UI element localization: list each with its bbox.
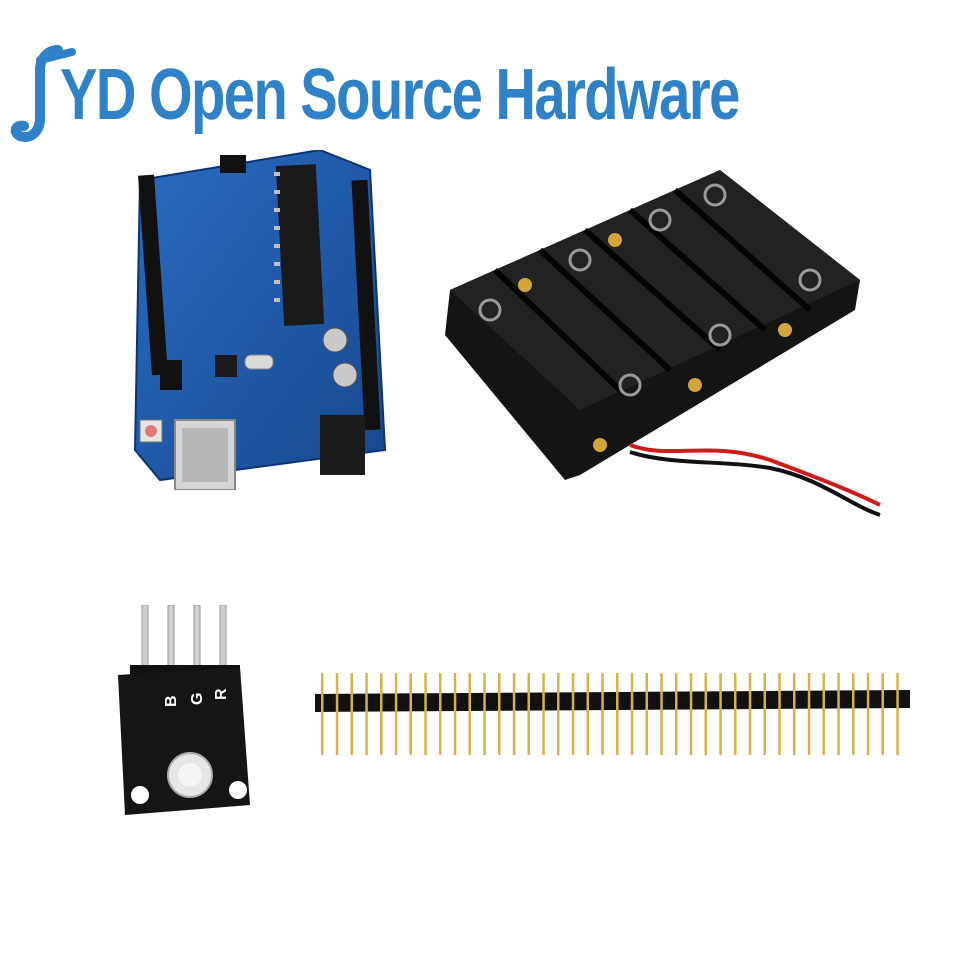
header-pin <box>468 673 471 755</box>
header-pin <box>571 673 575 755</box>
header-pin <box>409 673 412 755</box>
header-pin <box>498 673 501 755</box>
header-pin <box>704 673 707 755</box>
header-pin <box>748 673 752 755</box>
header-pin <box>763 673 766 755</box>
header-pin <box>822 673 825 755</box>
header-pin <box>689 673 693 755</box>
header-pin <box>660 673 663 755</box>
header-pin <box>512 673 516 755</box>
header-pin <box>896 673 899 755</box>
header-pin <box>719 673 722 755</box>
svg-text:G: G <box>189 693 206 705</box>
header-pin <box>734 673 737 755</box>
header-pin <box>527 673 530 755</box>
header-pin <box>439 673 442 755</box>
header-pin <box>837 673 840 755</box>
header-pin <box>852 673 855 755</box>
battery-holder <box>445 170 881 517</box>
rgb-led-module: R G B <box>118 605 250 815</box>
header-pin <box>616 673 619 755</box>
svg-text:R: R <box>213 688 230 700</box>
uno-board <box>133 150 387 490</box>
header-pin <box>542 673 545 755</box>
header-pin <box>675 673 678 755</box>
header-pin <box>380 673 383 755</box>
svg-text:B: B <box>163 695 180 707</box>
header-pin <box>601 673 604 755</box>
header-pin <box>483 673 486 755</box>
header-pin <box>807 673 811 755</box>
header-pin <box>335 673 339 755</box>
brand-title: YD Open Source Hardware <box>60 55 740 135</box>
header-pin <box>866 673 870 755</box>
header-pin <box>881 673 884 755</box>
header-pin <box>321 673 324 755</box>
header-pin <box>424 673 427 755</box>
brand-logo-icon <box>10 45 76 142</box>
header-pin <box>586 673 589 755</box>
header-pin <box>645 673 648 755</box>
header-pin <box>630 673 634 755</box>
pin-header-strip <box>315 673 910 755</box>
header-pin <box>394 673 398 755</box>
header-pin <box>350 673 353 755</box>
header-pin <box>365 673 368 755</box>
header-pin <box>778 673 781 755</box>
header-pin <box>793 673 796 755</box>
header-pin <box>557 673 560 755</box>
header-pin <box>453 673 457 755</box>
